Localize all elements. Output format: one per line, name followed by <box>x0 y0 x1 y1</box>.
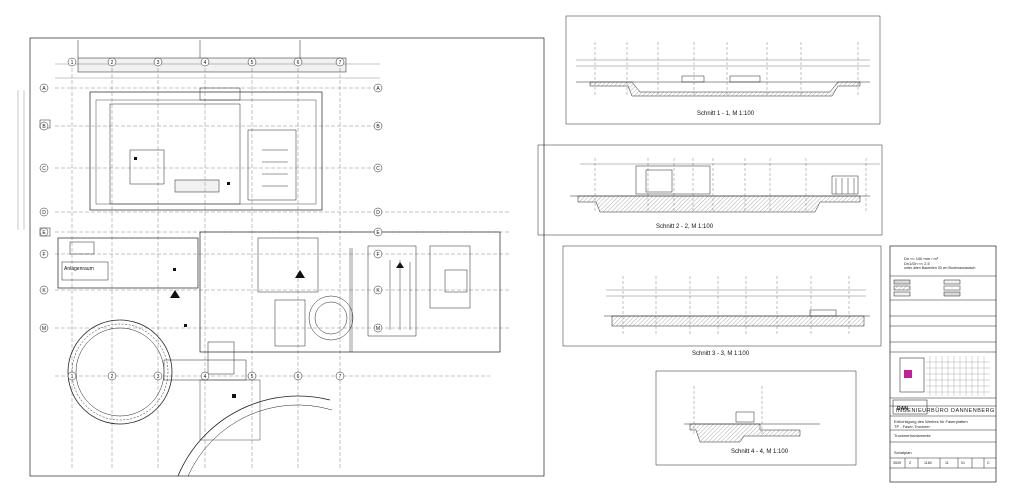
grid-row-marker: B <box>373 121 383 131</box>
tb-legend-line1: Dn ≈≈ 100 mm / m² <box>904 256 939 261</box>
grid-col-marker: 5 <box>247 371 257 381</box>
svg-text:M: M <box>376 326 380 332</box>
grid-col-marker: 7 <box>335 57 345 67</box>
grid-col-marker: 7 <box>335 371 345 381</box>
svg-text:5: 5 <box>251 374 254 380</box>
svg-text:D: D <box>376 210 380 216</box>
tb-cell-2: 1180 <box>924 461 932 465</box>
tb-cell-0: 3539 <box>893 461 901 465</box>
section-3-frame <box>562 245 882 347</box>
tb-project-line1: Ertüchtigung des Werkes für Faserplatten <box>894 419 968 424</box>
svg-text:A: A <box>42 86 46 92</box>
svg-text:1: 1 <box>71 60 74 66</box>
svg-text:4: 4 <box>204 60 207 66</box>
svg-text:M: M <box>42 326 46 332</box>
svg-text:6: 6 <box>297 374 300 380</box>
svg-text:B: B <box>376 124 380 130</box>
svg-text:A: A <box>376 86 380 92</box>
grid-row-marker: F <box>373 249 383 259</box>
svg-text:6: 6 <box>297 60 300 66</box>
grid-col-marker: 6 <box>293 57 303 67</box>
svg-text:E: E <box>42 230 46 236</box>
svg-text:B: B <box>42 124 46 130</box>
svg-text:K: K <box>376 288 380 294</box>
svg-text:D: D <box>42 210 46 216</box>
tb-legend-line2: Dn1/Dn ≈≈ 2,5 <box>904 261 930 266</box>
grid-row-marker: C <box>39 163 49 173</box>
section-4-title: Schnitt 4 - 4, M 1:100 <box>731 449 789 455</box>
section-2-frame <box>537 144 883 236</box>
grid-col-marker: 3 <box>153 57 163 67</box>
svg-text:K: K <box>42 288 46 294</box>
svg-text:1: 1 <box>71 374 74 380</box>
tb-legend-line3: unter allen Bauteilen 30 cm Bodenaustaus… <box>904 266 976 270</box>
grid-row-marker: C <box>373 163 383 173</box>
section-4-frame <box>655 370 857 466</box>
tb-cell-1: Z <box>909 461 912 465</box>
grid-row-marker: E <box>39 227 49 237</box>
section-3-title: Schnitt 3 - 3, M 1:100 <box>692 351 750 357</box>
floor-plan <box>17 37 545 477</box>
grid-col-marker: 5 <box>247 57 257 67</box>
svg-text:2: 2 <box>111 60 114 66</box>
svg-text:2: 2 <box>111 374 114 380</box>
title-block-frame <box>889 245 997 483</box>
svg-text:4: 4 <box>204 374 207 380</box>
svg-text:3: 3 <box>157 374 160 380</box>
grid-col-marker: 2 <box>107 371 117 381</box>
grid-col-marker: 4 <box>200 57 210 67</box>
grid-col-marker: 2 <box>107 57 117 67</box>
grid-row-marker: M <box>373 323 383 333</box>
svg-text:C: C <box>376 166 380 172</box>
grid-row-marker: B <box>39 121 49 131</box>
grid-row-marker: A <box>373 83 383 93</box>
section-2-title: Schnitt 2 - 2, M 1:100 <box>656 224 714 230</box>
grid-row-marker: M <box>39 323 49 333</box>
grid-row-marker: E <box>373 227 383 237</box>
tb-cell-3: 11 <box>945 461 949 465</box>
svg-text:7: 7 <box>339 60 342 66</box>
tb-cell-5: C <box>987 461 990 465</box>
grid-row-marker: A <box>39 83 49 93</box>
grid-col-marker: 6 <box>293 371 303 381</box>
tb-project-line2: TP - Faser-Trockner <box>894 424 930 429</box>
grid-col-marker: 1 <box>67 371 77 381</box>
svg-text:5: 5 <box>251 60 254 66</box>
grid-row-marker: F <box>39 249 49 259</box>
grid-col-marker: 1 <box>67 57 77 67</box>
grid-row-marker: K <box>373 285 383 295</box>
grid-col-marker: 3 <box>153 371 163 381</box>
svg-text:3: 3 <box>157 60 160 66</box>
grid-row-marker: D <box>373 207 383 217</box>
tb-cell-4: 01 <box>961 461 965 465</box>
tb-company: INGENIEURBÜRO DANNENBERG <box>896 408 995 414</box>
tb-drawing-line1: Trocknerfundamente <box>894 433 931 438</box>
svg-text:E: E <box>376 230 380 236</box>
svg-text:7: 7 <box>339 374 342 380</box>
svg-text:C: C <box>42 166 46 172</box>
section-1-title: Schnitt 1 - 1, M 1:100 <box>697 111 755 117</box>
logo-mark: DAN <box>897 406 908 412</box>
grid-row-marker: K <box>39 285 49 295</box>
grid-row-marker: D <box>39 207 49 217</box>
plan-room-label: Anlagenraum <box>64 266 94 272</box>
grid-col-marker: 4 <box>200 371 210 381</box>
tb-drawing-line2: Schalplan <box>894 450 912 455</box>
section-1-frame <box>565 15 881 125</box>
svg-text:F: F <box>376 252 379 258</box>
svg-text:F: F <box>42 252 45 258</box>
